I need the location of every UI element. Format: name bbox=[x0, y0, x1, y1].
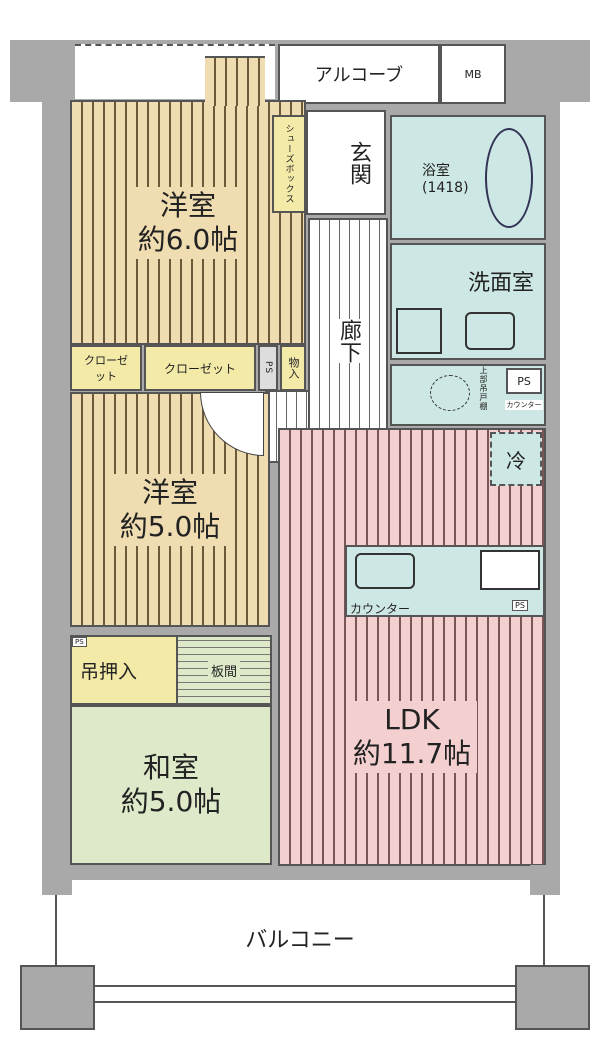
hallway-label: 廊下 bbox=[332, 318, 364, 363]
ps-closet-label: PS bbox=[72, 637, 87, 647]
entrance-label: 玄関 bbox=[346, 140, 371, 185]
washroom: 洗面室 bbox=[390, 243, 546, 360]
balcony: バルコニー bbox=[55, 880, 545, 995]
alcove: アルコーブ bbox=[278, 44, 440, 104]
kitchen-sink-icon bbox=[355, 553, 415, 589]
room-name: 洋室 bbox=[141, 475, 198, 509]
japanese-room: 和室約5.0帖 bbox=[70, 705, 272, 865]
closet-2: クローゼット bbox=[144, 345, 256, 391]
sink-icon bbox=[465, 312, 515, 350]
counter-label: カウンター bbox=[350, 602, 411, 616]
pillar-top-left bbox=[10, 40, 72, 102]
room-size: 約5.0帖 bbox=[119, 509, 221, 543]
washing-machine-icon bbox=[396, 308, 442, 354]
storage-label: 物入 bbox=[287, 357, 300, 379]
bathtub-icon bbox=[485, 128, 533, 228]
pillar-bottom-right bbox=[515, 965, 590, 1030]
room-name: LDK bbox=[384, 703, 440, 736]
fridge-label: 冷 bbox=[506, 448, 526, 473]
washroom-label: 洗面室 bbox=[467, 271, 534, 296]
room-size: 約6.0帖 bbox=[137, 222, 239, 256]
shoebox: シューズボックス bbox=[272, 115, 306, 213]
ps-shaft: PS bbox=[258, 345, 278, 391]
toilet-icon bbox=[430, 375, 470, 411]
bath-label: 浴室 bbox=[422, 162, 450, 179]
fridge-space: 冷 bbox=[490, 432, 542, 486]
alcove-label: アルコーブ bbox=[314, 65, 404, 86]
bath-size: (1418) bbox=[422, 179, 469, 196]
hallway: 廊下 bbox=[308, 218, 388, 463]
western-room-1-top bbox=[205, 56, 265, 106]
ps-label: PS bbox=[263, 361, 273, 375]
room-name: 洋室 bbox=[159, 188, 216, 222]
pillar-top-right bbox=[528, 40, 590, 102]
closet-label: クローゼット bbox=[163, 361, 236, 376]
wood-floor-label: 板間 bbox=[207, 660, 240, 680]
mb-label: MB bbox=[464, 67, 482, 81]
room-size: 約5.0帖 bbox=[120, 785, 222, 818]
western-room-1: 洋室約6.0帖 bbox=[70, 100, 306, 345]
balcony-wall-left bbox=[42, 865, 72, 895]
balcony-railing bbox=[95, 985, 515, 1003]
door-swing bbox=[200, 392, 264, 456]
shoebox-label: シューズボックス bbox=[283, 124, 294, 204]
pillar-bottom-left bbox=[20, 965, 95, 1030]
room-name: 和室 bbox=[142, 751, 199, 784]
hanging-closet: 吊押入 bbox=[70, 635, 178, 705]
room-size: 約11.7帖 bbox=[352, 737, 472, 770]
upper-cabinet-label: 上部吊戸棚 bbox=[479, 366, 488, 411]
entrance: 玄関 bbox=[306, 110, 386, 215]
closet-label: クローゼット bbox=[84, 354, 128, 383]
meter-box: MB bbox=[440, 44, 506, 104]
closet-1: クローゼット bbox=[70, 345, 142, 391]
ps-kitchen-label: PS bbox=[512, 600, 528, 611]
hanging-closet-label: 吊押入 bbox=[80, 660, 138, 683]
counter-small-label: カウンター bbox=[505, 400, 543, 410]
wood-floor: 板間 bbox=[176, 635, 272, 705]
storage: 物入 bbox=[280, 345, 306, 391]
ps-label: PS bbox=[517, 374, 531, 388]
balcony-wall-right bbox=[530, 865, 560, 895]
stove-icon bbox=[480, 550, 540, 590]
balcony-label: バルコニー bbox=[245, 927, 355, 953]
ps-toilet: PS bbox=[506, 368, 542, 394]
